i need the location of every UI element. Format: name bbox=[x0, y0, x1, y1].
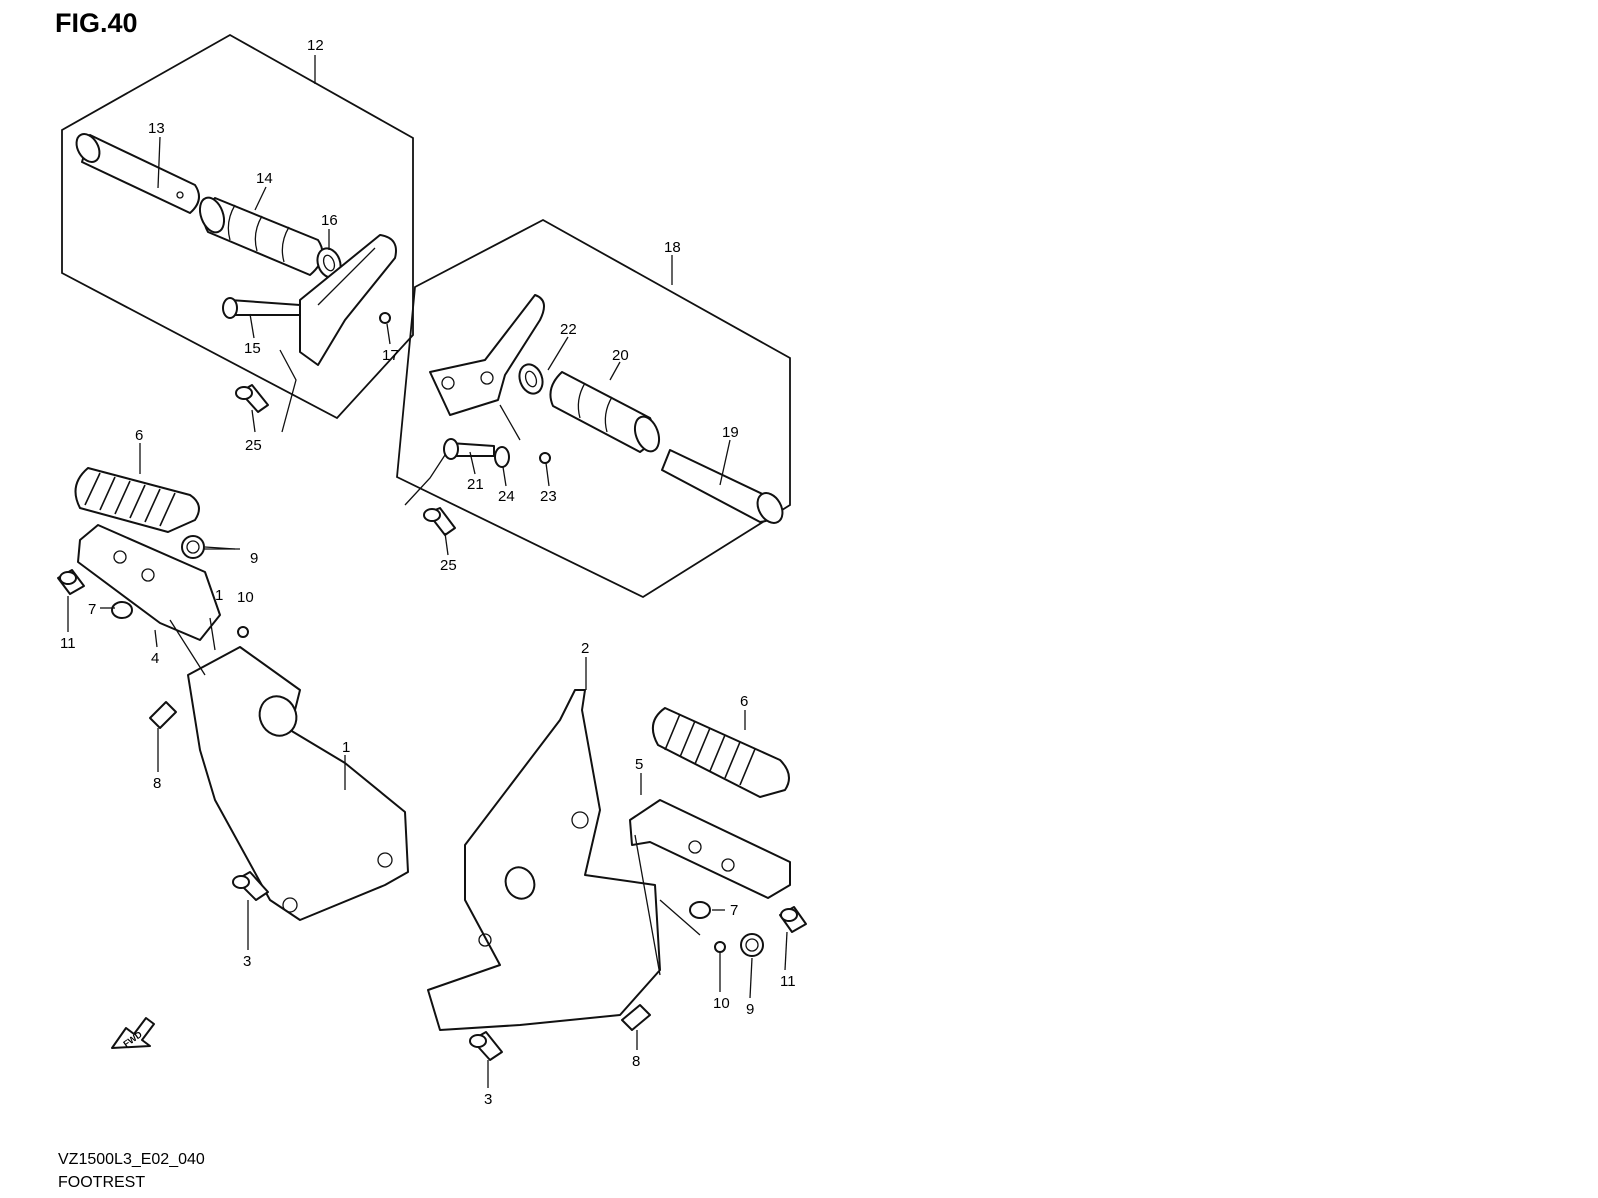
model-code: VZ1500L3_E02_040 bbox=[58, 1151, 205, 1168]
callout-3: 3 bbox=[243, 953, 251, 970]
part-8-pin-left bbox=[149, 701, 177, 729]
callout-15: 15 bbox=[244, 340, 261, 357]
callout-6: 6 bbox=[135, 427, 143, 444]
bracket-1-left bbox=[187, 646, 409, 921]
leader-lines bbox=[67, 55, 788, 1088]
part-25-bolt-a bbox=[235, 384, 269, 413]
part-footrest-bracket-a bbox=[299, 234, 397, 366]
assembly-12 bbox=[61, 33, 414, 433]
figure-caption: FOOTREST bbox=[58, 1174, 145, 1191]
part-13-pin bbox=[75, 133, 200, 214]
callout-2: 2 bbox=[581, 640, 589, 657]
callout-23: 23 bbox=[540, 488, 557, 505]
callout-3b: 3 bbox=[484, 1091, 492, 1108]
callout-21: 21 bbox=[467, 476, 484, 493]
callout-8: 8 bbox=[153, 775, 161, 792]
callout-8b: 8 bbox=[632, 1053, 640, 1070]
callout-22: 22 bbox=[560, 321, 577, 338]
callout-10: 10 bbox=[237, 589, 254, 606]
callout-16: 16 bbox=[321, 212, 338, 229]
callout-4: 4 bbox=[151, 650, 159, 667]
callout-11: 11 bbox=[60, 635, 76, 652]
part-11-bolt-right bbox=[779, 906, 807, 933]
part-21-pin bbox=[443, 438, 495, 460]
spring-9-left bbox=[181, 535, 236, 559]
part-10-clip-left bbox=[237, 626, 249, 638]
callout-18: 18 bbox=[664, 239, 681, 256]
part-11-bolt-left bbox=[57, 569, 85, 595]
part-22-washer bbox=[518, 363, 544, 395]
callout-1b: 1 bbox=[342, 739, 350, 756]
part-17-clip bbox=[379, 312, 391, 324]
callout-5: 5 bbox=[635, 756, 643, 773]
part-7-cap-left bbox=[111, 601, 133, 619]
callout-10b: 10 bbox=[713, 995, 730, 1012]
callout-14: 14 bbox=[256, 170, 273, 187]
figure-title: FIG.40 bbox=[55, 8, 138, 38]
assembly-18 bbox=[396, 218, 791, 599]
footpeg-rubber-6-left bbox=[74, 467, 200, 533]
part-10-clip-right bbox=[714, 941, 726, 953]
part-23-clip bbox=[539, 452, 551, 464]
callout-17: 17 bbox=[382, 347, 399, 364]
bracket-2-right bbox=[427, 689, 661, 1031]
callout-9b: 9 bbox=[746, 1001, 754, 1018]
callout-24: 24 bbox=[498, 488, 515, 505]
callout-13: 13 bbox=[148, 120, 165, 137]
part-footrest-bracket-b bbox=[429, 294, 545, 416]
footpeg-5-right bbox=[629, 799, 791, 899]
callout-11b: 11 bbox=[780, 973, 796, 990]
part-19-pin bbox=[661, 449, 784, 524]
spring-9-right bbox=[740, 933, 764, 957]
callout-6b: 6 bbox=[740, 693, 748, 710]
callout-20: 20 bbox=[612, 347, 629, 364]
part-14-rubber bbox=[198, 196, 324, 276]
callout-1: 1 bbox=[215, 587, 223, 604]
footpeg-rubber-6-right bbox=[651, 707, 790, 798]
callout-12: 12 bbox=[307, 37, 324, 54]
part-7-cap-right bbox=[689, 901, 711, 919]
part-15-pin bbox=[222, 297, 301, 319]
callout-9: 9 bbox=[250, 550, 258, 567]
callout-7b: 7 bbox=[730, 902, 738, 919]
part-25-bolt-b bbox=[423, 507, 456, 536]
part-3-bolt-right bbox=[469, 1031, 503, 1061]
part-3-bolt-left bbox=[232, 871, 269, 901]
part-8-pin-right bbox=[621, 1004, 651, 1031]
callout-25b: 25 bbox=[440, 557, 457, 574]
part-24-washer bbox=[494, 446, 510, 468]
callouts: 12 13 14 16 15 17 25 18 22 20 19 21 24 2… bbox=[60, 37, 796, 1108]
callout-19: 19 bbox=[722, 424, 739, 441]
callout-25: 25 bbox=[245, 437, 262, 454]
callout-7: 7 bbox=[88, 601, 96, 618]
footpeg-4-left bbox=[77, 524, 221, 641]
part-20-rubber bbox=[549, 371, 661, 453]
fwd-arrow-icon: FWD bbox=[111, 1017, 155, 1049]
